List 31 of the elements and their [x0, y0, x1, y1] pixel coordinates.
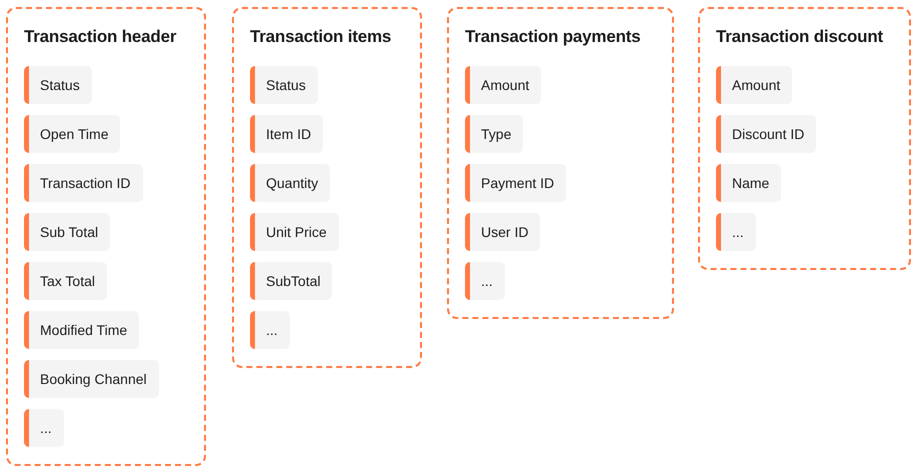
- field-chip: Modified Time: [24, 311, 140, 349]
- group-title: Transaction items: [250, 26, 392, 48]
- field-chip: Item ID: [250, 115, 324, 153]
- group-panel: [698, 7, 911, 270]
- field-chip: Payment ID: [465, 164, 566, 202]
- field-chip: Unit Price: [250, 213, 339, 251]
- field-chip: SubTotal: [250, 262, 332, 300]
- field-chip: Quantity: [250, 164, 330, 202]
- field-chip: ...: [716, 213, 756, 251]
- field-chip: Type: [465, 115, 524, 153]
- field-chip: Transaction ID: [24, 164, 143, 202]
- group-panel: [447, 7, 674, 319]
- field-chip: Status: [24, 66, 92, 104]
- field-chip: Booking Channel: [24, 360, 159, 398]
- field-chip: Discount ID: [716, 115, 816, 153]
- field-chip: Status: [250, 66, 318, 104]
- group-panel: [6, 7, 206, 466]
- field-chip: Name: [716, 164, 782, 202]
- field-chip: Tax Total: [24, 262, 107, 300]
- field-chip: ...: [250, 311, 290, 349]
- field-chip: Open Time: [24, 115, 120, 153]
- field-chip: ...: [465, 262, 505, 300]
- field-chip: Sub Total: [24, 213, 110, 251]
- field-chip: Amount: [716, 66, 792, 104]
- group-title: Transaction header: [24, 26, 176, 48]
- field-chip: Amount: [465, 66, 542, 104]
- group-title: Transaction discount: [716, 26, 883, 48]
- group-panel: [232, 7, 422, 368]
- field-chip: User ID: [465, 213, 540, 251]
- group-title: Transaction payments: [465, 26, 641, 48]
- field-chip: ...: [24, 409, 64, 447]
